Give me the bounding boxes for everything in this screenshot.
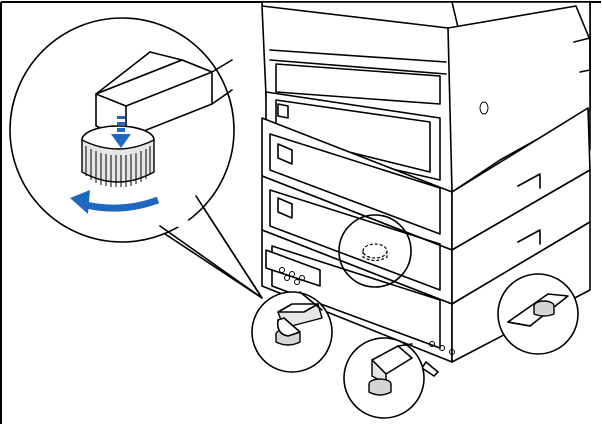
foot-callout-right [498,274,578,354]
foot-callout-left [252,292,332,372]
magnified-callout [10,18,262,298]
foot-callout-center [344,338,424,418]
